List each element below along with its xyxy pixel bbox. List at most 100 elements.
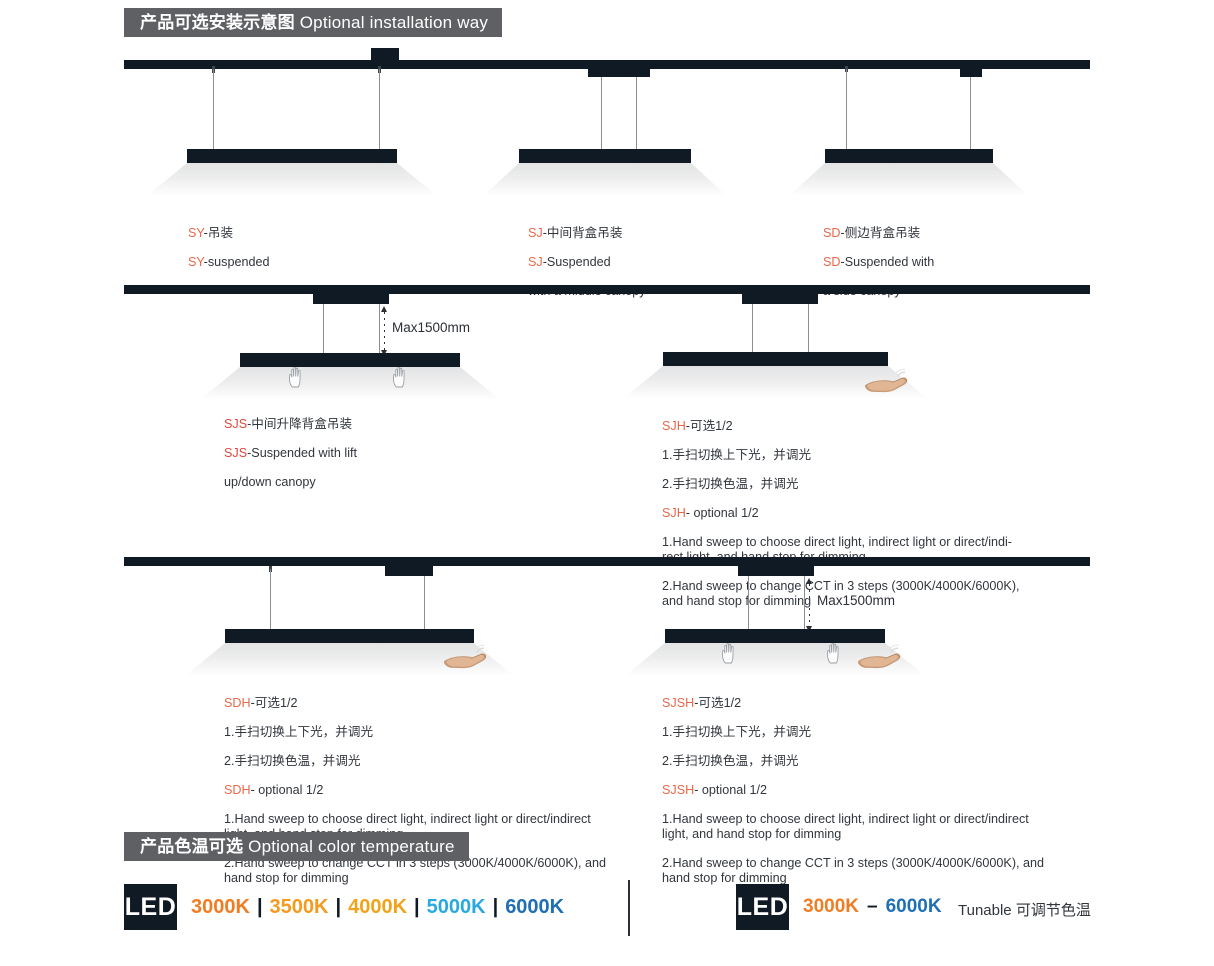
canopy-sj: [588, 66, 650, 77]
fixture-sjsh: [665, 629, 885, 643]
caption-sjsh-cn-item-1: 1.手扫切换上下光，并调光: [662, 724, 812, 739]
caption-sj-code-cn: SJ: [528, 225, 543, 240]
caption-sjs-cn: SJS-中间升降背盒吊装: [224, 417, 357, 432]
caption-sdh-code-cn: SDH: [224, 695, 251, 710]
caption-sjh-code-en: SJH: [662, 506, 686, 521]
cable-sjsh-right: [804, 576, 805, 630]
cct-tunable-range: 3000K – 6000K: [803, 896, 942, 918]
fixture-sd: [825, 149, 993, 163]
caption-sy-code-cn: SY: [188, 225, 204, 240]
cct-tunable-from: 3000K: [803, 896, 859, 917]
caption-sjh-heading-cn: SJH-可选1/2: [662, 419, 1020, 434]
cable-sdh-left: [270, 569, 271, 630]
ceiling-row-1: [124, 60, 1090, 69]
caption-sjs-title-cn: -中间升降背盒吊装: [247, 416, 353, 431]
dimension-line-sjs: [379, 306, 391, 356]
caption-sdh-code-en: SDH: [224, 783, 251, 798]
cable-sd-left: [846, 69, 847, 151]
dimension-arrow-up-sjsh: [806, 578, 812, 584]
dimension-dots-sjs: [384, 312, 385, 350]
caption-sd-title-en: -Suspended with: [840, 254, 935, 269]
cable-sd-right: [970, 77, 971, 151]
canopy-sjs: [313, 294, 389, 304]
ceiling-row-3: [124, 557, 1090, 566]
caption-sdh-heading-cn-text: -可选1/2: [250, 695, 298, 710]
caption-sj-en: SJ-Suspended: [528, 255, 646, 270]
cct-separator-1: |: [256, 896, 263, 918]
cable-sjsh-left: [748, 576, 749, 630]
caption-sjs-code-cn: SJS: [224, 416, 248, 431]
caption-sy-title-cn: -吊装: [203, 225, 234, 240]
led-badge-tunable-label: LED: [736, 892, 789, 921]
cct-step-4000k: 4000K: [348, 896, 408, 918]
caption-sjsh-heading-en: SJSH- optional 1/2: [662, 783, 1044, 798]
caption-sjsh: SJSH -可选1/2 1.手扫切换上下光，并调光 2.手扫切换色温，并调光 SJ…: [662, 681, 1044, 900]
led-badge-fixed: LED: [124, 884, 177, 930]
caption-sd-code-cn: SD: [823, 225, 841, 240]
section-heading-installation-en: Optional installation way: [299, 13, 489, 32]
lightcone-sy: [147, 163, 437, 196]
lightcone-sj: [483, 163, 727, 196]
hand-up-icon-sjsh-right: [827, 642, 839, 664]
cable-sy-right: [379, 69, 380, 151]
cable-sjh-left: [752, 304, 753, 353]
cct-fixed-steps: 3000K | 3500K | 4000K | 5000K | 6000K: [191, 896, 564, 919]
caption-sj-cn: SJ-中间背盒吊装: [528, 226, 646, 241]
caption-sj-code-en: SJ: [528, 254, 543, 269]
cable-sj-right: [636, 77, 637, 151]
cable-sy-left: [213, 69, 214, 151]
hand-up-icon-sjsh-left: [722, 642, 734, 664]
cct-tunable-to: 6000K: [885, 896, 942, 917]
caption-sdh-heading-en-text: - optional 1/2: [250, 783, 324, 798]
section-heading-installation: 产品可选安装示意图 Optional installation way: [124, 8, 503, 37]
dimension-label-sjs: Max1500mm: [392, 320, 471, 335]
caption-sj-title-en: -Suspended: [542, 254, 611, 269]
canopy-sd: [960, 66, 982, 77]
cct-step-3000k: 3000K: [191, 896, 250, 918]
cct-tunable-dash: –: [867, 896, 878, 917]
hand-sweep-icon-sjsh: [857, 644, 901, 669]
fixture-sjh: [663, 352, 888, 366]
led-badge-tunable: LED: [736, 884, 789, 930]
caption-sy-en: SY-suspended: [188, 255, 269, 270]
dimension-line-sjsh: [804, 578, 816, 632]
cct-step-3500k: 3500K: [269, 896, 329, 918]
caption-sjsh-cn-item-2: 2.手扫切换色温，并调光: [662, 753, 799, 768]
caption-sjs-en: SJS-Suspended with lift: [224, 446, 357, 461]
caption-sjsh-heading-cn-text: -可选1/2: [694, 695, 742, 710]
caption-sjh-cn-item-1: 1.手扫切换上下光，并调光: [662, 447, 812, 462]
cct-separator-2: |: [335, 896, 342, 918]
fixture-sj: [519, 149, 691, 163]
cct-step-5000k: 5000K: [426, 896, 486, 918]
caption-sjh-heading-cn-text: -可选1/2: [685, 418, 733, 433]
dimension-arrow-up-sjs: [381, 306, 387, 312]
caption-sjs: SJS-中间升降背盒吊装 SJS-Suspended with lift up/…: [224, 402, 357, 504]
caption-sdh-cn-item-2: 2.手扫切换色温，并调光: [224, 753, 361, 768]
caption-sjh: SJH-可选1/2 1.手扫切换上下光，并调光 2.手扫切换色温，并调光 SJH…: [662, 404, 1020, 623]
caption-sjsh-code-en: SJSH: [662, 783, 695, 798]
caption-sjh-heading-en: SJH- optional 1/2: [662, 506, 1020, 521]
cable-sjh-right: [808, 304, 809, 353]
cct-separator-4: |: [492, 896, 499, 918]
lightcone-sjs: [200, 367, 500, 400]
caption-sj: SJ-中间背盒吊装 SJ-Suspended with a middle can…: [528, 211, 646, 313]
canopy-sjsh: [738, 566, 814, 576]
canopy-sy: [371, 48, 399, 60]
fixture-sy: [187, 149, 397, 163]
caption-sdh: SDH-可选1/2 1.手扫切换上下光，并调光 2.手扫切换色温，并调光 SDH…: [224, 681, 606, 900]
caption-sd-cn: SD-侧边背盒吊装: [823, 226, 934, 241]
caption-sdh-cn-item-1: 1.手扫切换上下光，并调光: [224, 724, 374, 739]
caption-sd: SD-侧边背盒吊装 SD-Suspended with a side canop…: [823, 211, 934, 313]
canopy-sdh: [385, 566, 433, 576]
dimension-label-sjsh: Max1500mm: [817, 593, 896, 608]
caption-sjs-extra: up/down canopy: [224, 474, 316, 489]
cable-sjs-right: [379, 304, 380, 354]
caption-sy-title-en: -suspended: [203, 254, 270, 269]
caption-sjs-code-en: SJS: [224, 445, 248, 460]
caption-sjsh-en-item-1: 1.Hand sweep to choose direct light, ind…: [662, 812, 1029, 841]
caption-sjh-cn-item-2: 2.手扫切换色温，并调光: [662, 476, 799, 491]
caption-sjh-heading-en-text: - optional 1/2: [685, 506, 759, 521]
canopy-sjh: [742, 294, 818, 304]
cct-separator-3: |: [414, 896, 420, 918]
cable-sdh-right: [424, 576, 425, 630]
